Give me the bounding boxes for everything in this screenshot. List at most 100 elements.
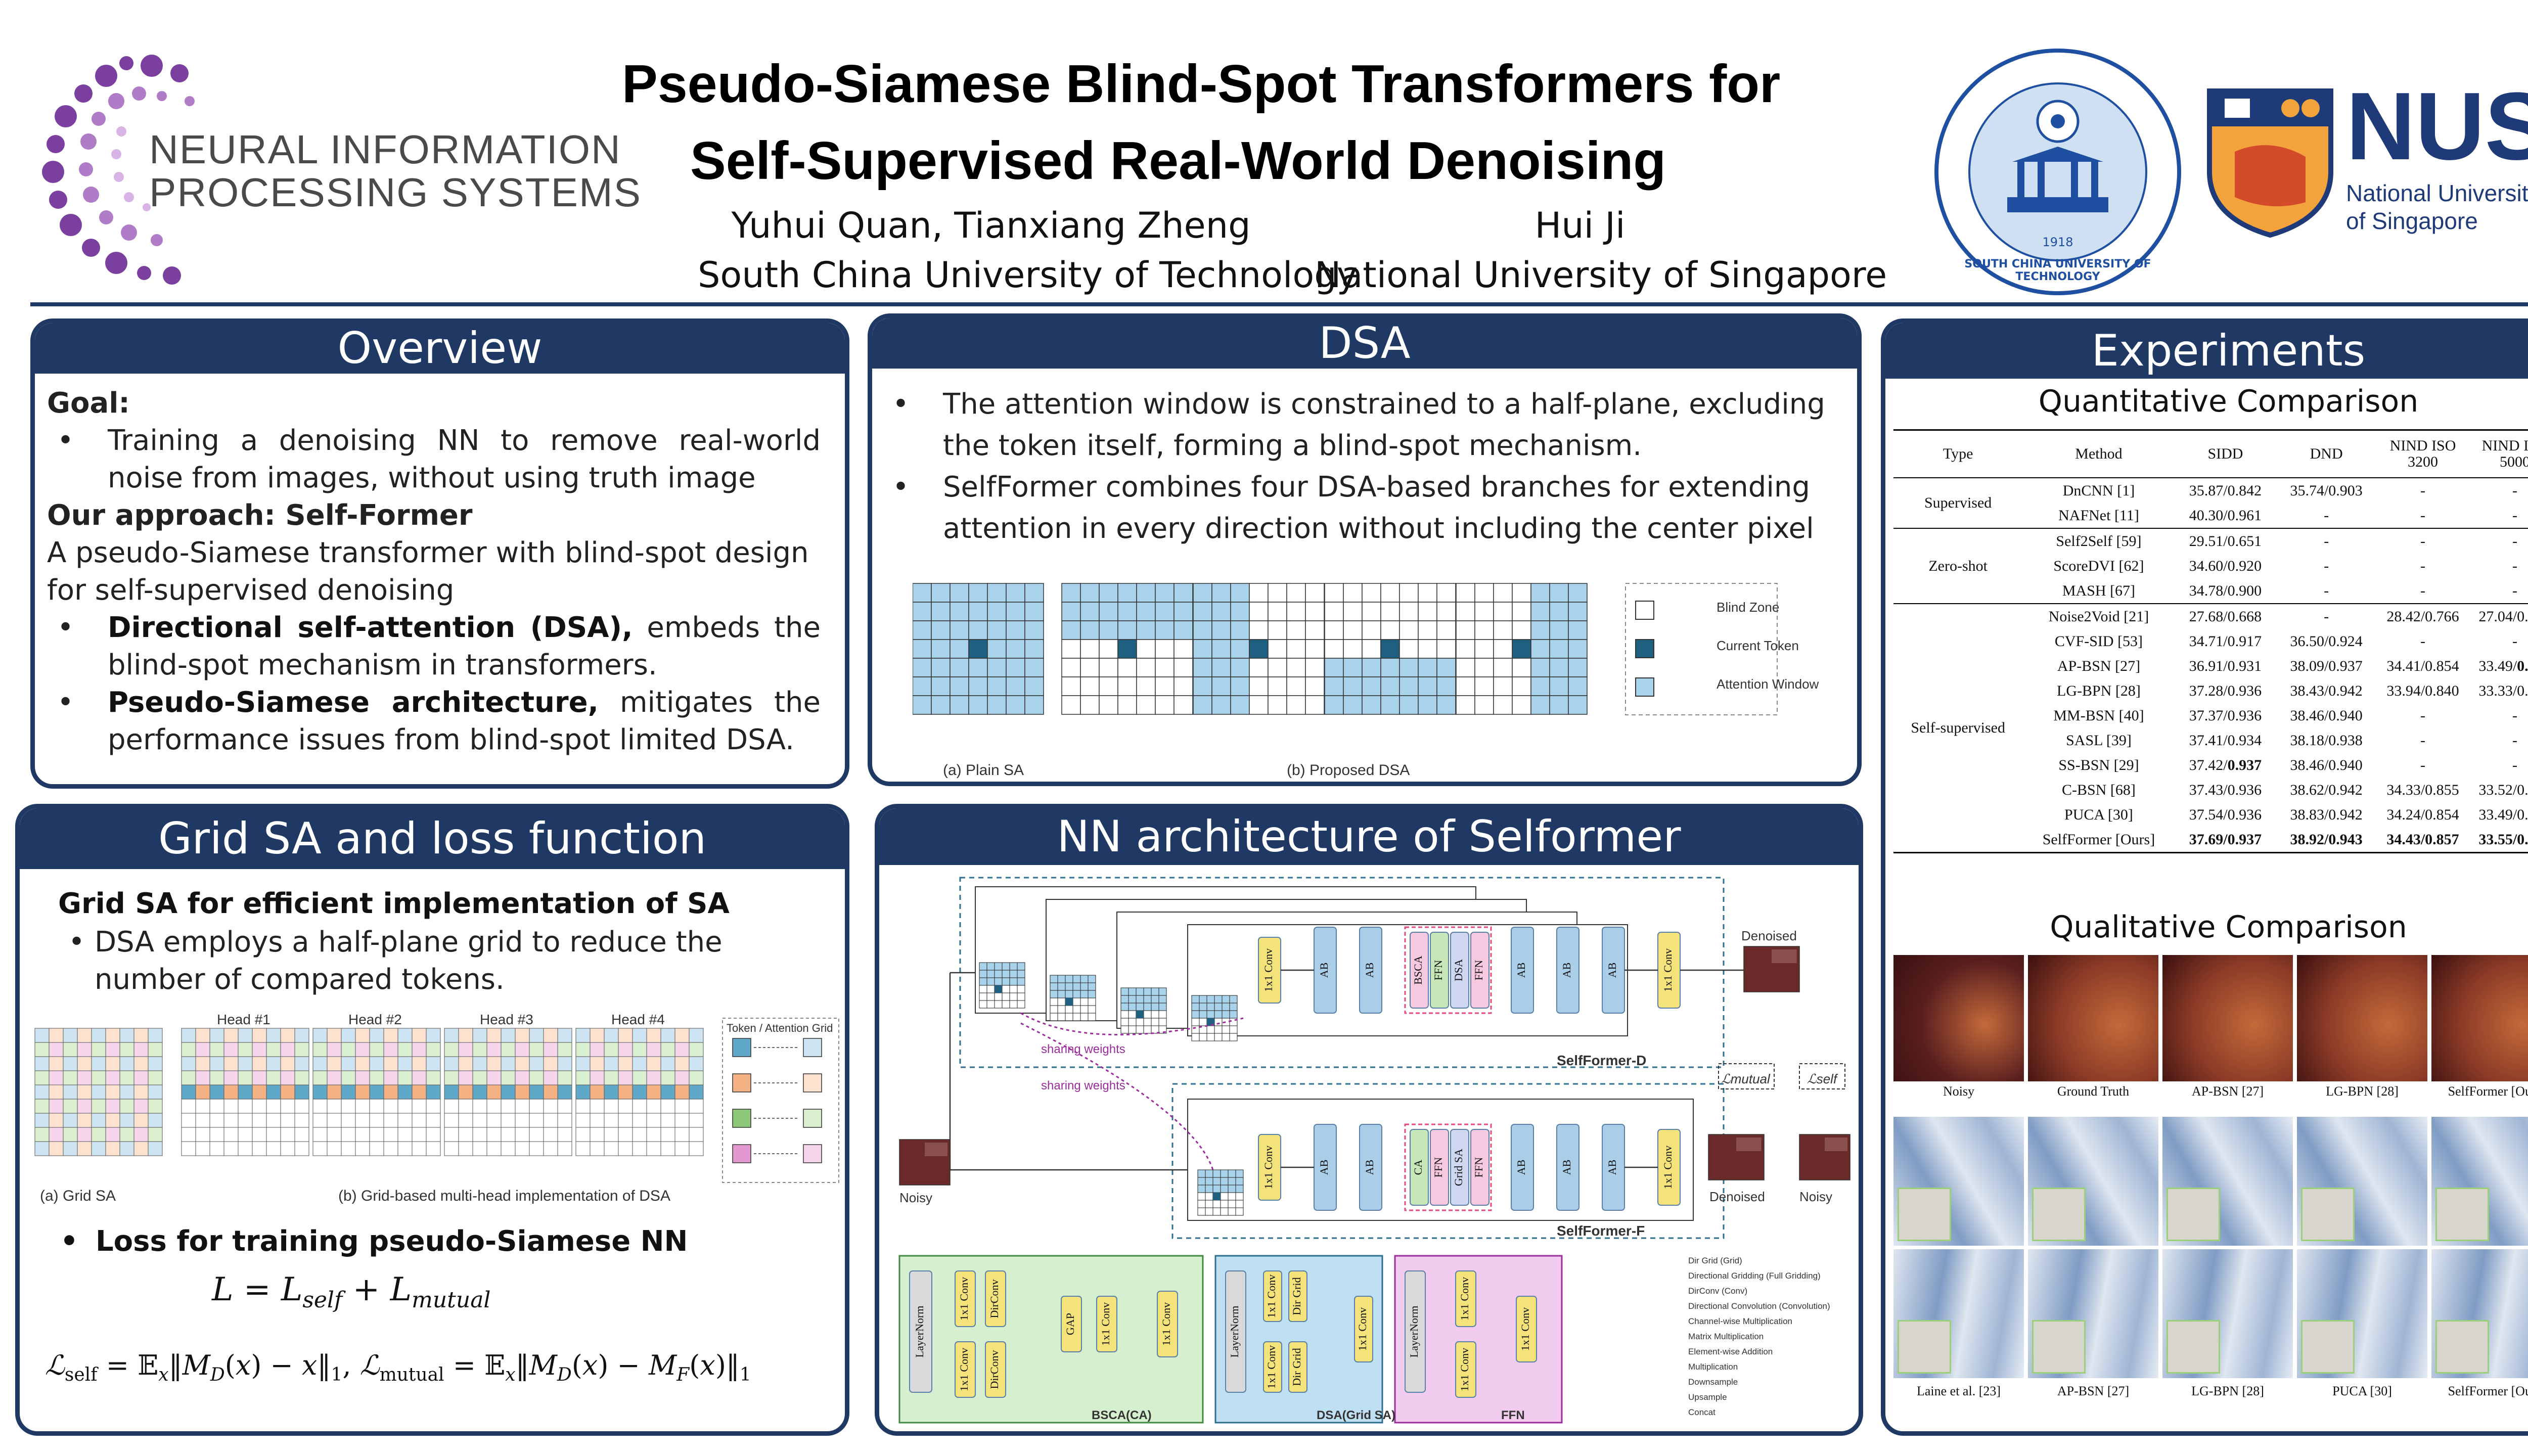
top-dsa-label: DSA	[1452, 959, 1465, 981]
table-cell: 28.42/0.766	[2386, 608, 2459, 625]
bot-ffn-1-label: FFN	[1432, 1157, 1444, 1177]
ffn-layernorm-label: LayerNorm	[1408, 1306, 1420, 1358]
dsa-layernorm-label: LayerNorm	[1228, 1306, 1241, 1358]
ffn-conv-1	[1455, 1270, 1476, 1327]
table-cell: 38.92/0.943	[2290, 831, 2363, 848]
bot-gridsa-label: Grid SA	[1452, 1149, 1465, 1186]
arch-noisy-label: Noisy	[899, 1190, 933, 1205]
table-cell: SS-BSN [29]	[2058, 756, 2139, 774]
top-ab-3-label: AB	[1515, 963, 1527, 978]
ffn-conv-out	[1516, 1296, 1537, 1362]
bot-ab-2	[1359, 1124, 1382, 1211]
dsa-layernorm	[1225, 1270, 1246, 1393]
table-cell: -	[2420, 732, 2425, 749]
table-cell: MASH [67]	[2062, 582, 2136, 599]
dsa-conv-out	[1354, 1296, 1373, 1362]
grid-sub1: Grid SA for efficient implementation of …	[58, 887, 730, 920]
grid-sa-full	[34, 1028, 163, 1156]
table-cell: Noise2Void [21]	[2048, 608, 2149, 625]
table-cell: 37.41/0.934	[2189, 732, 2262, 749]
table-cell: 34.71/0.917	[2189, 632, 2262, 650]
table-cell: SASL [39]	[2066, 732, 2132, 749]
th-method: Method	[2075, 445, 2123, 462]
qual-zoom-inset	[2166, 1188, 2220, 1241]
arch-title: NN architecture of Selformer	[879, 808, 1859, 865]
grid-legend-title: Token / Attention Grid	[727, 1022, 833, 1034]
table-cell: 36.91/0.931	[2189, 657, 2262, 674]
bot-conv-in-label: 1x1 Conv	[1262, 1146, 1275, 1189]
table-cell: C-BSN [68]	[2062, 781, 2136, 798]
quant-table: Type Method SIDD DND NIND ISO 3200 NIND …	[1893, 429, 2528, 853]
table-cell: Self2Self [59]	[2056, 532, 2142, 550]
dsa-conv-1-label: 1x1 Conv	[1265, 1275, 1278, 1318]
bot-ab-4	[1556, 1124, 1579, 1211]
table-cell: 34.43/0.857	[2386, 831, 2459, 848]
arch-loss-self: ℒself	[1807, 1071, 1837, 1086]
experiments-title: Experiments	[1885, 323, 2528, 379]
qual-zoom-inset	[2032, 1320, 2086, 1374]
th-dnd: DND	[2310, 445, 2343, 462]
arch-legend-item: Downsample	[1688, 1377, 1738, 1387]
table-row: NAFNet [11]40.30/0.961---	[1893, 503, 2528, 528]
grid-title: Grid SA and loss function	[20, 808, 845, 869]
table-cell: 34.33/0.855	[2386, 781, 2459, 798]
top-ab-4	[1556, 927, 1579, 1014]
bsca-conv-1-label: 1x1 Conv	[958, 1277, 970, 1321]
top-dsa	[1450, 932, 1469, 1009]
bsca-conv-2-label: 1x1 Conv	[958, 1348, 970, 1391]
mini-grid-3	[1120, 987, 1167, 1034]
arch-selfformer-f: SelfFormer-F	[1557, 1223, 1645, 1239]
nus-line1: National University	[2346, 180, 2528, 206]
dsa-dirgrid-1	[1288, 1270, 1307, 1322]
goal-item: Training a denoising NN to remove real-w…	[47, 422, 821, 497]
qual-image-row1	[2297, 955, 2427, 1081]
table-cell: 34.24/0.854	[2386, 806, 2459, 823]
mini-grid-2	[1050, 975, 1096, 1021]
table-cell: 37.43/0.936	[2189, 781, 2262, 798]
bsca-dirconv-1	[985, 1270, 1006, 1327]
dsa-conv-1	[1263, 1270, 1282, 1322]
table-cell: 33.33/0.831	[2478, 682, 2528, 699]
experiments-panel: Experiments Quantitative Comparison Type…	[1881, 318, 2528, 1436]
block-label-dsa: DSA(Grid SA)	[1317, 1408, 1395, 1422]
arch-loss-mutual: ℒmutual	[1721, 1071, 1770, 1086]
table-cell: 33.49/0.847	[2478, 657, 2528, 674]
table-cell: 33.55/0.847	[2478, 831, 2528, 848]
table-cell: -	[2512, 557, 2517, 574]
table-type-cell: Supervised	[1924, 494, 1992, 511]
neurips-logo-line1: NEURAL INFORMATION	[149, 127, 621, 172]
qual-caption-row1: AP-BSN [27]	[2191, 1084, 2264, 1099]
dsa-panel: DSA The attention window is constrained …	[868, 313, 1862, 786]
head-3-label: Head #3	[480, 1012, 533, 1027]
grid-figure: Head #1 Head #2 Head #3 Head #4 Token / …	[30, 1011, 844, 1213]
table-cell: 37.28/0.936	[2189, 682, 2262, 699]
loss-eq2: ℒself = 𝔼x‖MD(x) − x‖1, ℒmutual = 𝔼x‖MD(…	[45, 1349, 751, 1385]
table-cell: MM-BSN [40]	[2053, 707, 2144, 724]
grid-loss-bullet: Loss for training pseudo-Siamese NN	[50, 1223, 688, 1260]
table-cell: 37.69/0.937	[2189, 831, 2262, 848]
dsa-legend-blind: Blind Zone	[1717, 600, 1780, 615]
qual-zoom-inset	[1898, 1188, 1951, 1241]
table-cell: -	[2324, 582, 2329, 599]
table-cell: -	[2420, 557, 2425, 574]
table-cell: 35.74/0.903	[2290, 482, 2363, 499]
qual-zoom-inset	[2301, 1320, 2355, 1374]
quant-table-wrap: Type Method SIDD DND NIND ISO 3200 NIND …	[1893, 429, 2528, 853]
legend-window-swatch	[1635, 677, 1654, 697]
bot-ab-5-label: AB	[1606, 1160, 1618, 1175]
table-cell: -	[2512, 532, 2517, 550]
bot-ffn-1	[1430, 1129, 1449, 1206]
grid-caption-a: (a) Grid SA	[40, 1188, 116, 1204]
dsa-body: The attention window is constrained to a…	[882, 384, 1843, 550]
arch-legend: Dir Grid (Grid)Directional Gridding (Ful…	[1688, 1253, 1850, 1420]
table-cell: LG-BPN [28]	[2057, 682, 2141, 699]
table-cell: -	[2512, 632, 2517, 650]
bsca-gap	[1061, 1296, 1082, 1352]
